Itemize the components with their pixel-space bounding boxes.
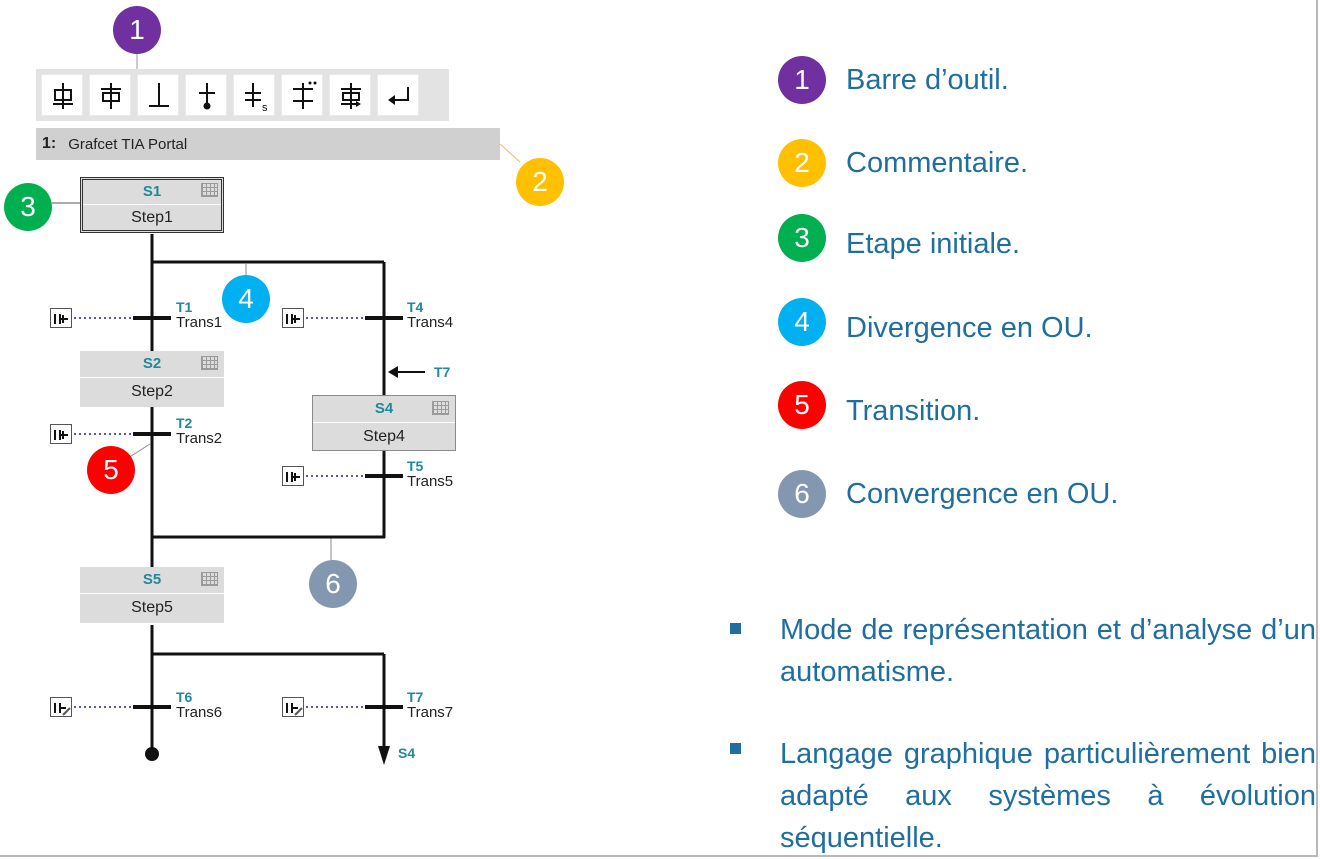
step-label: Step1 [131,209,173,226]
transition-name: T7 [407,689,424,705]
insert-transition-icon[interactable] [137,74,179,116]
transition-name: T2 [176,415,193,431]
step-label: Step4 [363,428,405,445]
transition-t2[interactable]: T2 Trans2 [176,415,223,447]
legend-badge: 5 [778,381,826,429]
transition-t4[interactable]: T4 Trans4 [407,299,454,331]
legend-badge: 6 [778,470,826,518]
jump-in-label: T7 [434,364,451,380]
jump-out-label: S4 [398,745,416,761]
contact-icon[interactable] [282,466,304,486]
transition-t7[interactable]: T7 Trans7 [407,689,454,721]
comment-bar[interactable]: 1: Grafcet TIA Portal [36,128,500,160]
comment-text: Grafcet TIA Portal [68,135,188,153]
insert-step-subscript-icon[interactable]: s [233,74,275,116]
legend-text: Commentaire. [846,147,1029,179]
insert-jump-icon[interactable] [185,74,227,116]
insert-simultaneous-branch-icon[interactable] [329,74,371,116]
comment-number: 1: [42,135,57,152]
legend-text: Barre d’outil. [846,64,1009,96]
legend-badge: 2 [778,139,826,187]
grid-icon [201,572,218,586]
step-label: Step2 [131,383,173,400]
step-s4[interactable]: S4 Step4 [312,395,456,451]
insert-return-icon[interactable] [377,74,419,116]
step-s5[interactable]: S5 Step5 [80,567,224,623]
step-s1[interactable]: S1 Step1 [80,177,224,233]
transition-name: T6 [176,689,193,705]
step-label: Step5 [131,599,173,616]
bullet-marker [730,623,741,634]
transition-name: T4 [407,299,424,315]
transition-t1[interactable]: T1 Trans1 [176,299,223,331]
grid-icon [432,401,449,415]
transition-t6[interactable]: T6 Trans6 [176,689,223,721]
bullet-text: Mode de représentation et d’analyse d’un… [780,614,1316,688]
transition-label: Trans1 [176,314,223,331]
transition-name: T5 [407,458,424,474]
badge-6: 6 [309,560,357,608]
legend-text: Divergence en OU. [846,312,1093,344]
bullet-marker [730,743,741,754]
transition-label: Trans5 [407,473,454,490]
badge-1: 1 [113,6,161,54]
badge-4: 4 [222,275,270,323]
step-name: S5 [142,571,162,588]
contact-icon[interactable] [50,308,72,328]
transition-label: Trans7 [407,704,454,721]
contact-edit-icon[interactable] [282,697,304,717]
legend-badge: 1 [778,56,826,104]
svg-text:s: s [262,102,268,114]
grid-icon [201,183,218,197]
transition-label: Trans4 [407,314,454,331]
legend-badge: 4 [778,298,826,346]
step-name: S2 [142,355,162,372]
step-name: S1 [142,183,162,200]
transition-label: Trans2 [176,430,223,447]
insert-transition-step-icon[interactable] [89,74,131,116]
contact-icon[interactable] [50,424,72,444]
contact-edit-icon[interactable] [50,697,72,717]
grid-icon [201,356,218,370]
insert-alternative-branch-icon[interactable] [281,74,323,116]
legend-text: Transition. [846,395,981,427]
badge-5: 5 [87,446,135,494]
badge-3: 3 [4,183,52,231]
insert-step-transition-icon[interactable] [41,74,83,116]
legend-text: Etape initiale. [846,228,1021,260]
contact-icon[interactable] [282,308,304,328]
legend-badge: 3 [778,214,826,262]
badge-2: 2 [516,158,564,206]
step-name: S4 [374,400,394,417]
toolbar: s [36,69,449,121]
bullet-text: Langage graphique particulièrement bien … [780,738,1316,854]
transition-label: Trans6 [176,704,223,721]
transition-t5[interactable]: T5 Trans5 [407,458,454,490]
legend-text: Convergence en OU. [846,478,1119,510]
transition-name: T1 [176,299,193,315]
step-s2[interactable]: S2 Step2 [80,351,224,407]
